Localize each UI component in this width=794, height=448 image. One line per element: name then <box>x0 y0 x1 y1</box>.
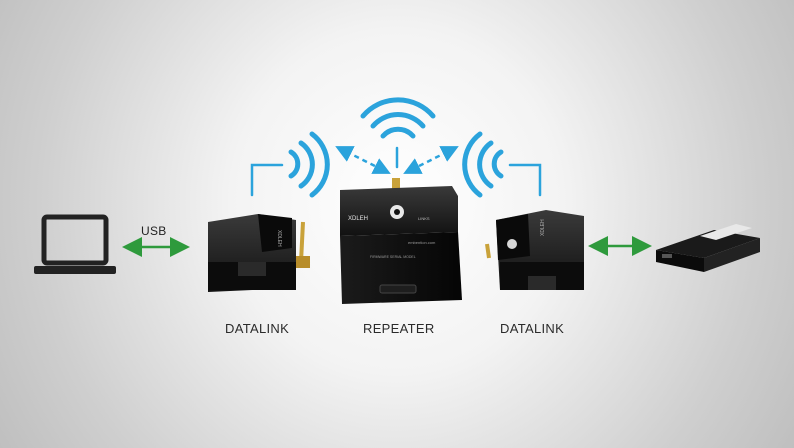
signal-arrow-right <box>403 146 459 174</box>
repeater-device: XDLEH LINKS embention.com FIRMWARE SERIA… <box>340 178 462 304</box>
autopilot-module-icon <box>656 224 760 272</box>
datalink-right-label: DATALINK <box>500 321 565 336</box>
repeater-site: embention.com <box>408 240 436 245</box>
datalink-left-label: DATALINK <box>225 321 290 336</box>
repeater-sub: LINKS <box>418 216 430 221</box>
laptop-icon <box>34 214 116 274</box>
wifi-left-icon <box>250 131 330 198</box>
datalink-right-brand: XDLEH <box>540 219 546 236</box>
datalink-left-device: XDLEH <box>208 214 310 292</box>
repeater-brand: XDLEH <box>348 216 368 222</box>
repeater-label: REPEATER <box>363 321 435 336</box>
datalink-left-brand: XDLEH <box>276 230 282 247</box>
datalink-right-device: XDLEH <box>485 210 584 290</box>
signal-arrow-left <box>335 146 391 174</box>
usb-label: USB <box>141 224 167 238</box>
wifi-top-icon <box>360 97 436 169</box>
repeater-specs: FIRMWARE SERIAL MODEL <box>370 255 416 259</box>
wifi-right-icon <box>462 131 542 198</box>
